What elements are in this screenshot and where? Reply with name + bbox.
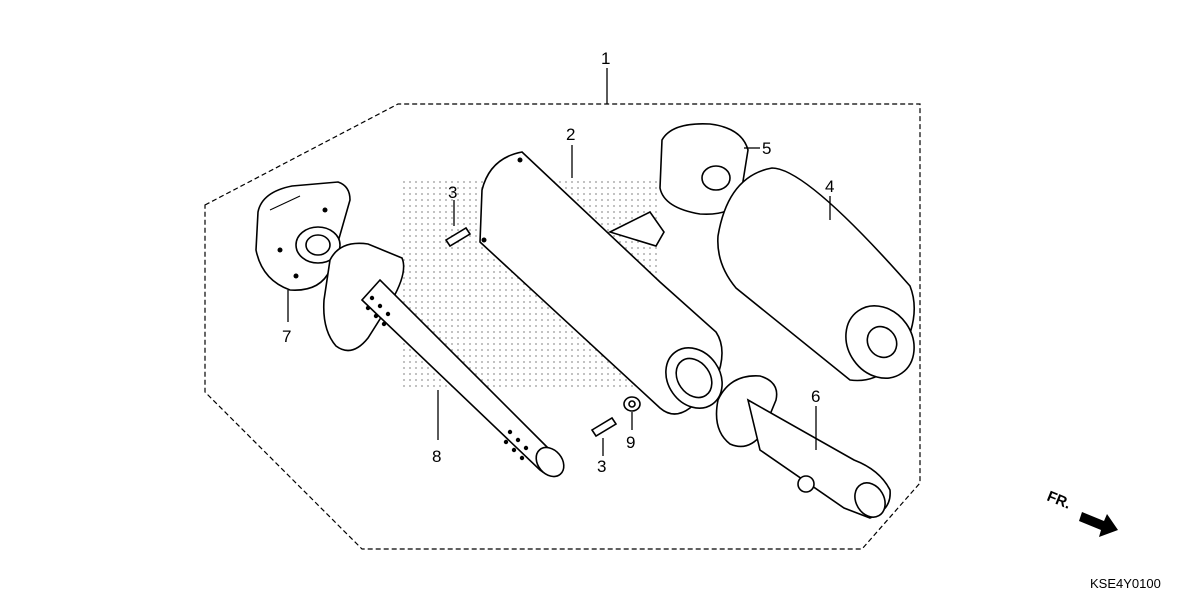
front-direction-arrow — [1079, 512, 1118, 537]
part-end-cap — [255, 181, 351, 322]
callout-3-upper: 3 — [448, 183, 457, 202]
callout-2: 2 — [566, 125, 575, 144]
callout-7: 7 — [282, 327, 291, 346]
part-washer — [623, 396, 641, 430]
part-rivet-upper — [444, 200, 472, 248]
callout-6: 6 — [811, 387, 820, 406]
part-rivet-lower — [590, 416, 618, 456]
callout-5: 5 — [762, 139, 771, 158]
callout-9: 9 — [626, 433, 635, 452]
part-inner-pipe — [322, 242, 565, 478]
part-muffler-body — [479, 145, 723, 415]
assembly-boundary — [204, 103, 921, 550]
callout-3-lower: 3 — [597, 457, 606, 476]
part-joint-pipe — [715, 375, 891, 519]
callout-1: 1 — [601, 49, 610, 68]
part-packing-cap — [659, 123, 760, 216]
part-packing-sleeve — [717, 167, 916, 382]
callout-8: 8 — [432, 447, 441, 466]
callout-4: 4 — [825, 177, 834, 196]
front-marker-label: FR. — [1045, 488, 1074, 513]
diagram-code: KSE4Y0100 — [1090, 576, 1161, 591]
